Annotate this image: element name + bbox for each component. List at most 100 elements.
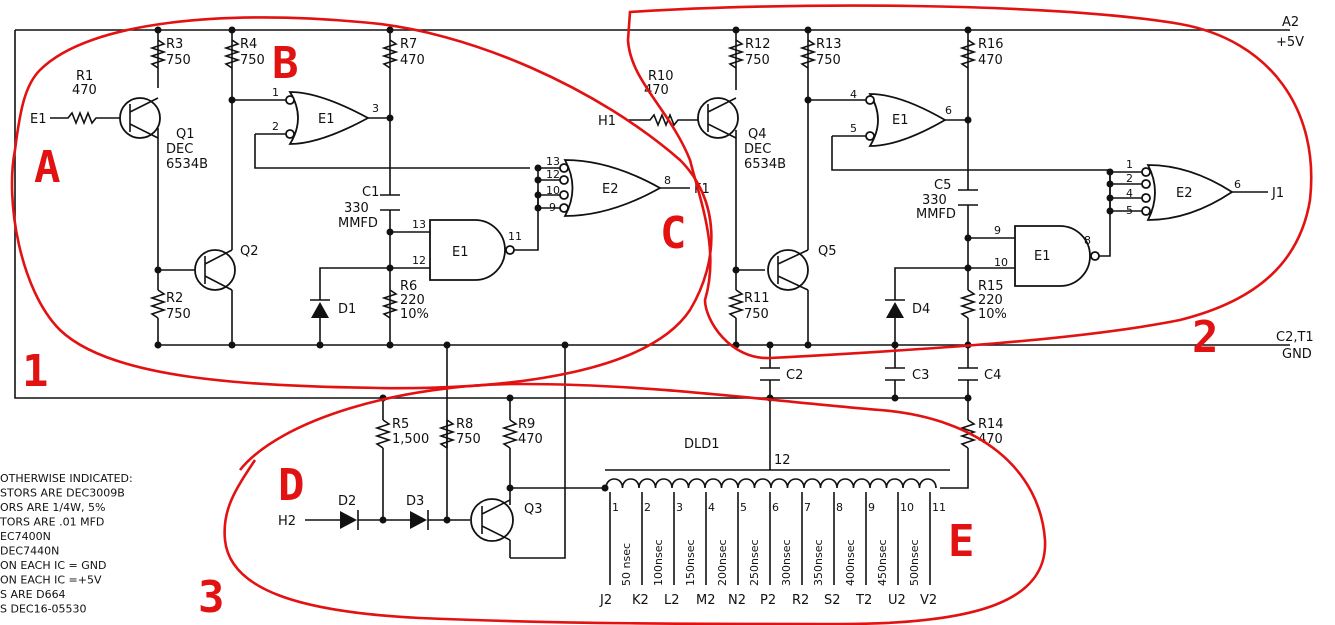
r15-value: 220 [978, 293, 1003, 308]
markup-label-b: B [272, 38, 299, 89]
gate-e1-nand-right [1014, 225, 1091, 287]
r5-value: 1,500 [392, 432, 429, 447]
c2-label: C2 [786, 368, 803, 383]
note-line: S ARE D664 [0, 588, 66, 601]
delay-tap-number: 9 [868, 501, 875, 514]
resistor-r9 [501, 419, 519, 449]
r2-name: R2 [166, 291, 183, 306]
r10-name: R10 [648, 69, 674, 84]
r8-value: 750 [456, 432, 481, 447]
rail-gnd-label: GND [1282, 347, 1312, 362]
pin-e2-10: 10 [546, 184, 560, 197]
delay-tap-number: 4 [708, 501, 715, 514]
resistor-r15 [959, 289, 977, 319]
pin-2: 2 [272, 120, 279, 133]
gate-e2-left-label: E2 [602, 182, 619, 197]
note-line: STORS ARE DEC3009B [0, 487, 125, 500]
resistor-r6 [381, 289, 399, 319]
delay-output-label: M2 [696, 593, 716, 608]
pin-e2-13: 13 [546, 155, 560, 168]
resistor-r1 [50, 110, 120, 126]
delay-tap-number: 2 [644, 501, 651, 514]
r8-name: R8 [456, 417, 473, 432]
gate-e1-or-left [288, 91, 370, 145]
pin-e2r-1: 1 [1126, 158, 1133, 171]
pin-e2-9: 9 [549, 201, 556, 214]
d2-label: D2 [338, 494, 356, 509]
r4-name: R4 [240, 37, 257, 52]
delay-time-label: 450nsec [876, 539, 889, 586]
r6-tolerance: 10% [400, 307, 429, 322]
delay-tap-number: 8 [836, 501, 843, 514]
q1-part: 6534B [166, 157, 208, 172]
pin-11: 11 [508, 230, 522, 243]
pin-e2r-4: 4 [1126, 187, 1133, 200]
resistor-r12 [727, 39, 745, 69]
r15-name: R15 [978, 279, 1004, 294]
diode-d4 [885, 299, 905, 318]
transistor-q2 [194, 249, 236, 291]
note-line: S DEC16-05530 [0, 603, 87, 616]
general-notes: OTHERWISE INDICATED:STORS ARE DEC3009BOR… [0, 472, 133, 616]
r1-value: 470 [72, 83, 97, 98]
delay-line-name: DLD1 [684, 437, 720, 452]
c3-label: C3 [912, 368, 929, 383]
delay-tap-number: 5 [740, 501, 747, 514]
note-line: ON EACH IC = GND [0, 559, 106, 572]
note-line: TORS ARE .01 MFD [0, 516, 104, 529]
component-labels: A2 +5V C2,T1 GND E1 H1 H2 F1 J1 R1 470 R… [30, 15, 1314, 529]
delay-tap-number: 7 [804, 501, 811, 514]
delay-line-common-pin: 12 [774, 453, 791, 468]
r1-name: R1 [76, 69, 93, 84]
r14-name: R14 [978, 417, 1004, 432]
delay-time-label: 350nsec [812, 539, 825, 586]
r6-name: R6 [400, 279, 417, 294]
d1-label: D1 [338, 302, 356, 317]
delay-output-label: T2 [855, 593, 872, 608]
r13-name: R13 [816, 37, 842, 52]
r9-value: 470 [518, 432, 543, 447]
diode-d1 [310, 299, 330, 318]
delay-time-label: 300nsec [780, 539, 793, 586]
r6-value: 220 [400, 293, 425, 308]
c1-name: C1 [362, 185, 379, 200]
pin-e2r-6: 6 [1234, 178, 1241, 191]
r12-name: R12 [745, 37, 771, 52]
delay-time-label: 50 nsec [620, 543, 633, 586]
note-line: EC7400N [0, 530, 51, 543]
gate-e2-left [563, 159, 662, 217]
delay-tap-number: 11 [932, 501, 946, 514]
delay-time-label: 100nsec [652, 539, 665, 586]
q4-name: Q4 [748, 127, 767, 142]
note-line: DEC7440N [0, 545, 59, 558]
markup-number-1: 1 [22, 346, 49, 397]
capacitor-c1 [380, 194, 400, 211]
r12-value: 750 [745, 53, 770, 68]
delay-output-label: R2 [792, 593, 809, 608]
q5-name: Q5 [818, 244, 837, 259]
q4-mfr: DEC [744, 142, 771, 157]
gate-e1-or-right [868, 93, 947, 147]
transistor-q3 [470, 498, 514, 542]
d4-label: D4 [912, 302, 930, 317]
pin-12: 12 [412, 254, 426, 267]
q1-name: Q1 [176, 127, 195, 142]
resistor-r3 [149, 39, 167, 69]
transistor-q5 [767, 249, 809, 291]
pin-5: 5 [850, 122, 857, 135]
delay-line-coil [605, 478, 937, 489]
q2-name: Q2 [240, 244, 259, 259]
r11-value: 750 [744, 307, 769, 322]
r2-value: 750 [166, 307, 191, 322]
pin-3: 3 [372, 102, 379, 115]
r3-name: R3 [166, 37, 183, 52]
delay-time-label: 500nsec [908, 539, 921, 586]
c1-value: 330 [344, 201, 369, 216]
pin-9: 9 [994, 224, 1001, 237]
resistor-r13 [799, 39, 817, 69]
markup-loop-2 [626, 4, 1313, 360]
rail-c2t1-label: C2,T1 [1276, 330, 1314, 345]
transistor-q1 [119, 97, 161, 139]
